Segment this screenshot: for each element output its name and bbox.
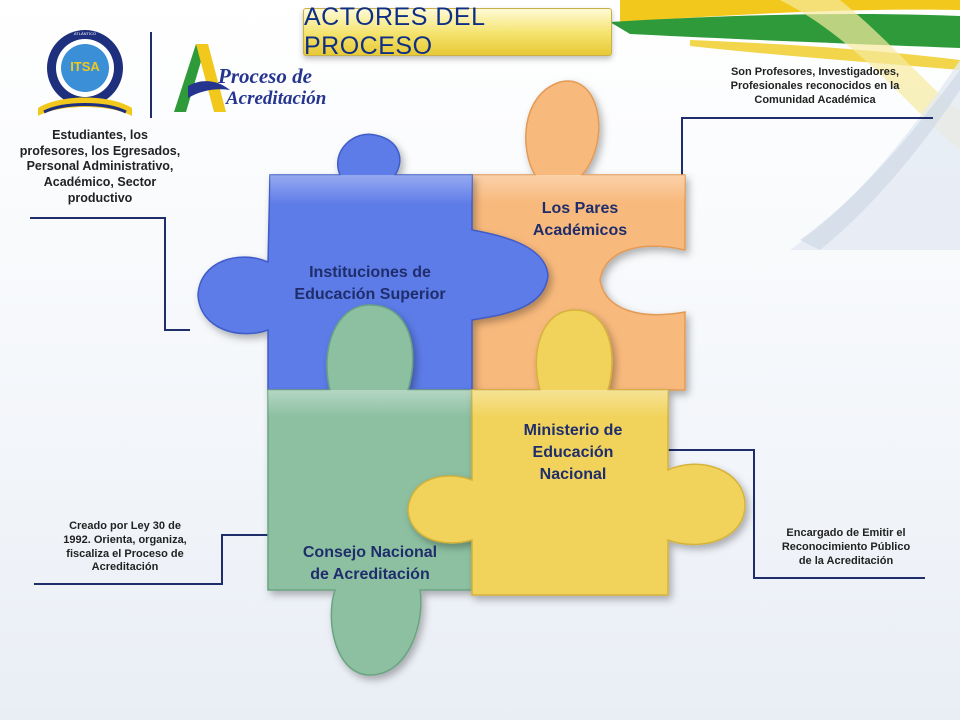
note-pares-line: Comunidad Académica: [754, 93, 876, 106]
label-ies-line1: Instituciones de: [309, 264, 431, 281]
note-men-line: Encargado de Emitir el: [786, 527, 906, 539]
note-ies-line: Académico, Sector: [43, 174, 157, 189]
connector-men: [668, 449, 925, 579]
label-men-line2: Educación: [532, 444, 614, 461]
puzzle-piece-men: [407, 309, 746, 596]
note-cna: Creado por Ley 30 de 1992. Orienta, orga…: [30, 520, 220, 575]
itsa-logo: ITSA INSTITUTO TECNOLÓGICO DE SOLEDAD AT…: [30, 24, 140, 124]
connector-cna: [34, 534, 268, 585]
note-cna-line: 1992. Orienta, organiza,: [63, 533, 187, 546]
label-men-line3: Nacional: [539, 466, 607, 483]
note-pares-line: Son Profesores, Investigadores,: [730, 66, 900, 78]
decorative-swoosh: [610, 0, 960, 250]
page-title: ACTORES DEL PROCESO: [303, 3, 612, 60]
note-cna-line: Creado por Ley 30 de: [69, 520, 181, 532]
acreditacion-logo: Proceso de Acreditación: [166, 38, 346, 118]
acreditacion-a-icon: [174, 44, 230, 112]
note-cna-line: fiscaliza el Proceso de: [66, 547, 184, 560]
label-men-line1: Ministerio de: [523, 422, 623, 439]
note-ies-line: profesores, los Egresados,: [19, 143, 181, 158]
itsa-emblem-icon: [38, 30, 132, 116]
itsa-monogram: ITSA: [70, 59, 100, 74]
puzzle-piece-pares: [471, 80, 686, 391]
label-pares-line2: Académicos: [532, 222, 628, 239]
acreditacion-logo-line1: Proceso de: [218, 64, 312, 88]
note-pares-line: Profesionales reconocidos en la: [730, 79, 900, 92]
note-ies-line: Personal Administrativo,: [26, 159, 174, 174]
label-cna: Consejo Nacional de Acreditación: [270, 542, 470, 586]
puzzle-piece-cna: [267, 304, 473, 676]
note-ies-line: Estudiantes, los: [52, 128, 148, 142]
label-men: Ministerio de Educación Nacional: [478, 420, 668, 486]
connector-ies: [30, 217, 190, 331]
label-pares: Los Pares Académicos: [490, 198, 670, 242]
label-cna-line2: de Acreditación: [310, 566, 430, 583]
note-men-line: Reconocimiento Público: [781, 540, 911, 553]
acreditacion-logo-line2: Acreditación: [226, 88, 327, 109]
note-pares: Son Profesores, Investigadores, Profesio…: [700, 66, 930, 107]
itsa-ring-text: INSTITUTO TECNOLÓGICO DE SOLEDAD ATLÁNTI…: [45, 26, 125, 36]
label-cna-line1: Consejo Nacional: [302, 544, 438, 561]
label-pares-line1: Los Pares: [541, 200, 619, 217]
puzzle-piece-ies: [197, 133, 549, 391]
note-ies-line: productivo: [67, 190, 133, 205]
note-ies: Estudiantes, los profesores, los Egresad…: [2, 128, 198, 206]
label-ies: Instituciones de Educación Superior: [270, 262, 470, 306]
label-ies-line2: Educación Superior: [294, 286, 446, 303]
note-men: Encargado de Emitir el Reconocimiento Pú…: [756, 527, 936, 568]
logo-divider: [150, 32, 152, 118]
note-men-line: de la Acreditación: [798, 554, 894, 567]
note-cna-line: Acreditación: [91, 561, 159, 574]
